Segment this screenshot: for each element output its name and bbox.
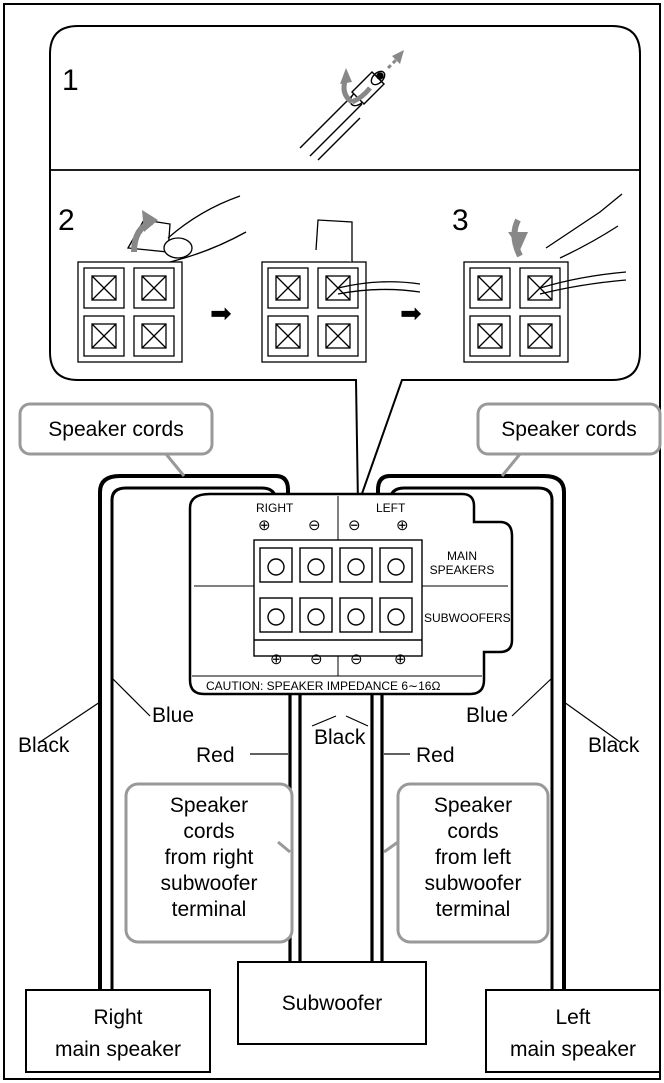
callout-pointer-left xyxy=(164,453,186,477)
svg-text:⊖: ⊖ xyxy=(308,517,321,534)
label-left-channel: LEFT xyxy=(376,501,406,515)
note-left-subwoofer xyxy=(396,782,550,944)
terminals xyxy=(253,539,423,657)
box-right-main-speaker-line1: Right xyxy=(93,1006,142,1029)
terminal-block-step-2 xyxy=(77,195,247,363)
svg-text:subwoofer: subwoofer xyxy=(161,872,258,895)
polarity-top: ⊕ ⊖ ⊖ ⊕ xyxy=(258,517,409,534)
callout-pointer-right xyxy=(500,453,522,477)
box-left-main-speaker-line1: Left xyxy=(555,1006,590,1029)
label-right-channel: RIGHT xyxy=(256,501,294,515)
step-3-number: 3 xyxy=(452,204,469,237)
box-right-main-speaker xyxy=(25,989,211,1073)
svg-text:cords: cords xyxy=(183,820,234,843)
callout-cords-left-text: Speaker cords xyxy=(48,418,183,441)
terminal-block-step-3 xyxy=(463,193,627,363)
svg-text:cords: cords xyxy=(447,820,498,843)
svg-text:from left: from left xyxy=(435,846,511,869)
svg-text:MAIN: MAIN xyxy=(447,549,477,563)
callout-cords-right xyxy=(476,402,662,456)
note-right-subwoofer xyxy=(124,782,294,944)
svg-text:terminal: terminal xyxy=(436,898,511,921)
step-1-illustration xyxy=(299,50,404,161)
wire-label-black-left: Black xyxy=(588,734,640,757)
wire-label-blue-left: Blue xyxy=(466,704,508,727)
svg-text:⊕: ⊕ xyxy=(270,651,283,668)
polarity-bottom: ⊕ ⊖ ⊖ ⊕ xyxy=(270,651,407,668)
box-subwoofer-label: Subwoofer xyxy=(282,992,382,1015)
subwoofers-label: SUBWOOFERS xyxy=(424,611,511,625)
step-1-number: 1 xyxy=(62,64,79,97)
svg-text:SPEAKERS: SPEAKERS xyxy=(430,563,495,577)
wire-label-red-right: Red xyxy=(196,744,235,767)
callout-cords-left xyxy=(18,402,214,456)
wire-label-black-right: Black xyxy=(18,734,70,757)
main-speakers-label: MAIN SPEAKERS xyxy=(430,549,495,577)
note-right-pointer xyxy=(277,840,291,854)
arrow-step-3: ➡ xyxy=(400,298,422,328)
wire-label-black-center: Black xyxy=(314,726,366,749)
svg-text:⊕: ⊕ xyxy=(394,651,407,668)
note-left-pointer xyxy=(383,840,399,854)
step-2-number: 2 xyxy=(58,204,75,237)
box-left-main-speaker-line2: main speaker xyxy=(510,1038,636,1061)
svg-text:Speaker: Speaker xyxy=(434,794,512,817)
arrow-step-2: ➡ xyxy=(210,298,232,328)
box-subwoofer xyxy=(237,961,427,1045)
svg-text:⊕: ⊕ xyxy=(396,517,409,534)
box-right-main-speaker-line2: main speaker xyxy=(55,1038,181,1061)
svg-text:from right: from right xyxy=(165,846,254,869)
wire-label-red-left: Red xyxy=(416,744,455,767)
wire-label-leaders xyxy=(39,677,621,755)
note-right-subwoofer-text: Speaker cords from right subwoofer termi… xyxy=(161,794,258,921)
svg-text:⊖: ⊖ xyxy=(348,517,361,534)
terminal-block-inserted xyxy=(261,219,421,363)
svg-text:⊖: ⊖ xyxy=(350,651,363,668)
caution-text: CAUTION: SPEAKER IMPEDANCE 6∼16Ω xyxy=(206,679,440,693)
callout-cords-right-text: Speaker cords xyxy=(501,418,636,441)
note-left-subwoofer-text: Speaker cords from left subwoofer termin… xyxy=(425,794,522,921)
svg-text:Speaker: Speaker xyxy=(170,794,248,817)
box-left-main-speaker xyxy=(485,989,661,1073)
svg-text:terminal: terminal xyxy=(172,898,247,921)
outer-frame xyxy=(3,3,661,1080)
svg-text:subwoofer: subwoofer xyxy=(425,872,522,895)
svg-text:⊕: ⊕ xyxy=(258,517,271,534)
svg-text:⊖: ⊖ xyxy=(310,651,323,668)
wire-label-blue-right: Blue xyxy=(152,704,194,727)
